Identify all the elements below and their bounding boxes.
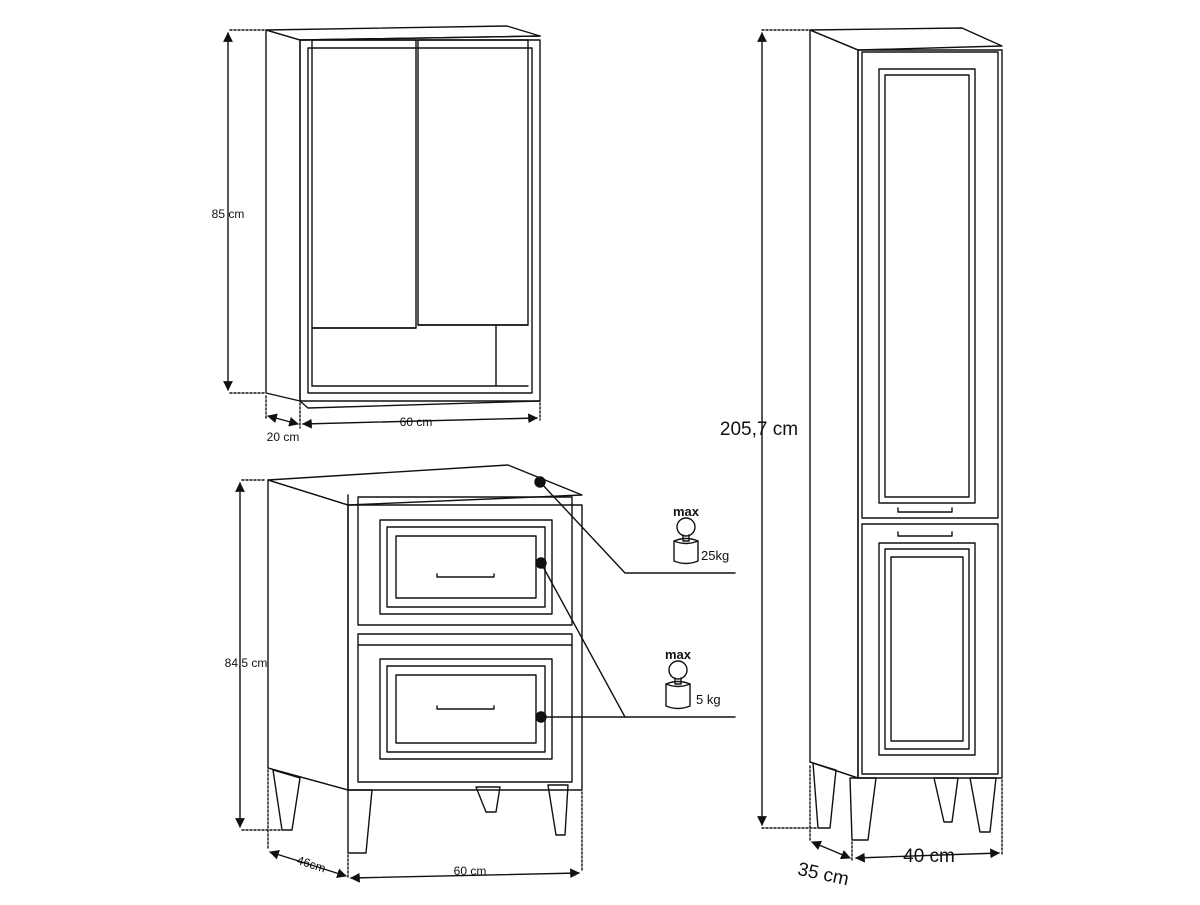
wall-cabinet [265, 25, 541, 409]
wall-cabinet-depth-arrow [267, 413, 299, 427]
drawer-cabinet-width-arrow [350, 868, 580, 883]
tall-cabinet-lower-door [861, 523, 999, 775]
lower-drawer [357, 633, 573, 783]
tall-cabinet-depth-label: 35 cm [796, 859, 851, 890]
wall-cabinet-dimensions [223, 29, 541, 429]
upper-drawer [357, 496, 573, 626]
tall-cabinet-width-arrow [855, 848, 1000, 863]
top-load-weight-label: 25kg [701, 548, 729, 563]
upper-door-handle [897, 507, 953, 513]
wall-cabinet-side-panel [265, 29, 301, 402]
drawer-cabinet-depth-arrow [269, 849, 347, 879]
drawer-cabinet-width-label: 60 cm [454, 864, 487, 878]
drawer-load-weight-label: 5 kg [696, 692, 721, 707]
drawer-cabinet-leg [475, 786, 501, 813]
wall-cabinet-width-label: 60 cm [400, 415, 433, 429]
drawer-cabinet-leg [547, 784, 569, 836]
dimension-labels: 85 cm 60 cm 20 cm 84,5 cm 60 cm 46cm 205… [212, 207, 955, 890]
upper-drawer-handle [436, 573, 495, 578]
tall-cabinet-leg [969, 777, 997, 833]
tall-cabinet-upper-door [861, 51, 999, 519]
wall-cabinet-right-door [417, 39, 529, 326]
tall-cabinet-side [809, 29, 859, 779]
tall-cabinet-front [857, 49, 1003, 779]
tall-cabinet-width-label: 40 cm [903, 846, 955, 867]
tall-cabinet [809, 27, 1003, 841]
wall-cabinet-depth-label: 20 cm [267, 430, 300, 444]
drawer-load-max-label: max [665, 647, 692, 662]
tall-cabinet-depth-arrow [811, 840, 851, 860]
lower-door-handle [897, 531, 953, 537]
tall-cabinet-leg [933, 777, 959, 823]
drawer-cabinet-height-label: 84,5 cm [225, 656, 268, 670]
top-load-max-label: max [673, 504, 700, 519]
wall-cabinet-front [299, 39, 541, 402]
drawer-cabinet-top [267, 464, 583, 506]
weight-icon [665, 660, 691, 710]
load-callouts [534, 476, 736, 723]
drawer-cabinet-dimensions [235, 479, 583, 883]
tall-cabinet-dimensions [757, 29, 1003, 863]
tall-cabinet-top [809, 27, 1003, 51]
drawer-cabinet-leg [272, 769, 301, 831]
wall-cabinet-left-door [311, 39, 417, 329]
drawer-cabinet-leg [347, 789, 373, 854]
wall-cabinet-width-arrow [302, 413, 538, 429]
tall-cabinet-leg [812, 762, 837, 829]
lower-drawer-handle [436, 705, 495, 710]
weight-icon [673, 517, 699, 565]
wall-cabinet-height-label: 85 cm [212, 207, 245, 221]
drawer-cabinet-side [267, 479, 349, 791]
drawer-cabinet-depth-label: 46cm [295, 853, 327, 875]
top-load-leader [539, 481, 736, 574]
tall-cabinet-height-label: 205,7 cm [720, 419, 798, 440]
tall-cabinet-leg [849, 777, 877, 841]
drawer-cabinet-front [347, 504, 583, 791]
drawer-cabinet [267, 464, 583, 854]
